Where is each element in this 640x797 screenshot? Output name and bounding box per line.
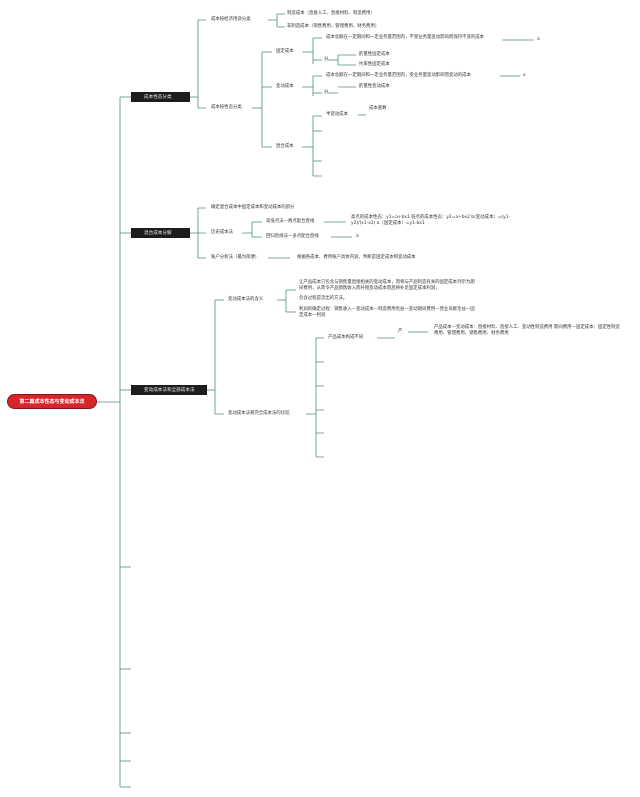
branch-label: 混合成本分解 [144,231,172,236]
node-fixed-cost-definition[interactable]: 成本总额在一定期间和一定业务量范围内，不受业务量变动影响而保持不变的成本 [326,35,485,40]
node-costing-methods-comparison[interactable]: 变动成本法和完全成本法的比较 [228,411,290,416]
node-fixed-cost-split: 分 [324,57,329,62]
node-variable-costing-definition[interactable]: 让产品成本只包含与销售量直接相关的变动成本，而将与产品制造有关的固定成本列示为期… [299,280,475,291]
node-fixed-cost[interactable]: 固定成本 [276,49,294,54]
node-variable-cost[interactable]: 变动成本 [276,84,294,89]
branch-cost-behavior-classification[interactable]: 成本性态分类 [131,92,190,102]
node-fixed-cost-tag: a [537,37,540,42]
node-non-manufacturing-cost[interactable]: 非制造成本（销售费用、管理费用、财务费用） [287,24,380,29]
node-variable-cost-tag: x [523,73,526,78]
node-variable-cost-split: 分 [324,90,329,95]
branch-label: 变动成本法和全部成本法 [144,388,195,393]
node-account-analysis-method[interactable]: 账户分析法（最为简便） [211,255,260,260]
branch-mixed-cost-decomposition[interactable]: 混合成本分解 [131,228,190,238]
node-variable-costing-process[interactable]: 包含过程是流出的方法。 [299,296,348,301]
node-regression-method[interactable]: 回归直线法—多点配合直线 [266,234,319,239]
node-product-cost-tag: 产 [398,329,403,334]
node-by-cost-behavior[interactable]: 成本按性态分类 [211,105,242,110]
node-high-low-method[interactable]: 高低点法—两点配合直线 [266,219,315,224]
node-cost-base[interactable]: 成本基数 [369,106,387,111]
node-discretionary-variable-cost[interactable]: 酌量性变动成本 [359,84,390,89]
node-profit-determination-process[interactable]: 利润的确定过程：销售收入—变动成本—制造费用毛益—变动期间费用—营业贡献毛益—固… [299,307,475,318]
branch-variable-vs-absorption-costing[interactable]: 变动成本法和全部成本法 [131,385,207,395]
root-topic[interactable]: 第二篇成本性态与变动成本法 [8,395,96,408]
node-product-cost-composition[interactable]: 产品成本构成不同 [328,335,364,340]
branch-label: 成本性态分类 [144,95,172,100]
node-committed-fixed-cost[interactable]: 约束性固定成本 [359,62,390,67]
node-high-low-formula[interactable]: 高点的成本性态：y1=a+bx1 低点的成本性态：y2=a+bx2 b(变动成本… [351,215,511,226]
node-product-cost-detail[interactable]: 产品成本—变动成本：直接材料、直接人工、变动性制造费用 期间费用—固定成本：固定… [434,325,620,336]
node-regression-tag: a [356,234,359,239]
node-variable-cost-definition[interactable]: 成本总额在一定期间和一定业务量范围内，受业务量变动影响而变动的成本 [326,73,471,78]
node-manufacturing-cost[interactable]: 制造成本（直接人工、直接材料、制造费用） [287,11,375,16]
node-historical-cost-method[interactable]: 历史成本法 [211,230,233,235]
node-discretionary-fixed-cost[interactable]: 酌量性固定成本 [359,52,390,57]
node-mixed-cost[interactable]: 混合成本 [276,144,294,149]
node-determine-fixed-variable-parts[interactable]: 确定混合成本中固定成本和变动成本的部分 [211,205,295,210]
node-account-analysis-description[interactable]: 根据各成本、费用账户具体内容，判断是固定成本和变动成本 [297,255,416,260]
node-semi-variable-cost[interactable]: 半变动成本 [326,112,348,117]
node-variable-costing-meaning[interactable]: 变动成本法的含义 [228,297,264,302]
node-by-economic-use[interactable]: 成本按经济用途分类 [211,17,251,22]
